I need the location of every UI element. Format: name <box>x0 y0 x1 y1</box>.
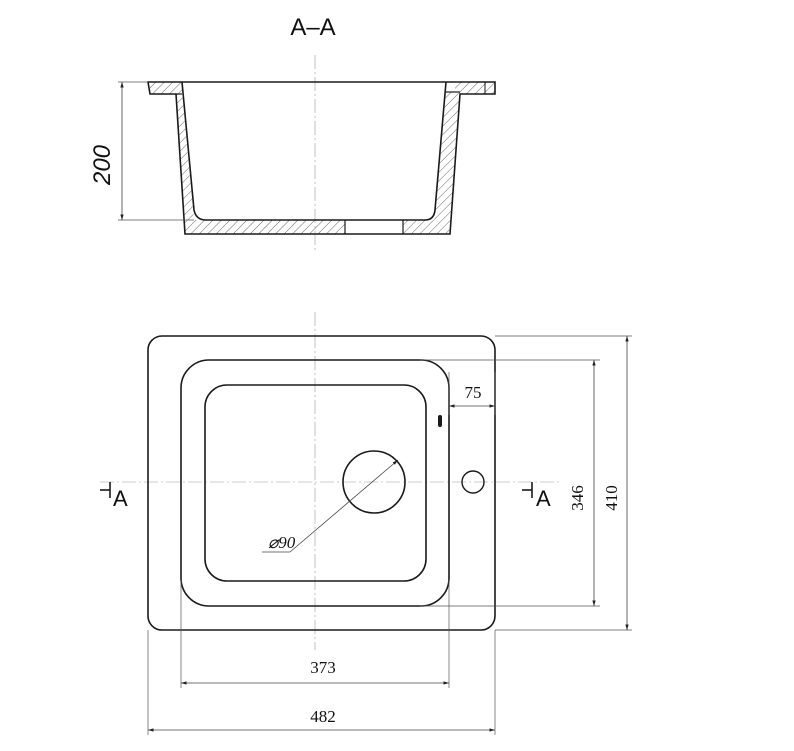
drain-diameter-label: ⌀90 <box>268 533 296 552</box>
section-bottom-right-hatch <box>403 82 495 234</box>
depth-label: 200 <box>89 144 116 186</box>
faucet-hole <box>461 470 485 494</box>
section-mark-right: A <box>522 482 551 511</box>
section-outer-outline <box>147 81 496 235</box>
inner-depth-label: 346 <box>568 485 587 511</box>
faucet-offset-label: 75 <box>465 383 482 402</box>
inner-width-label: 373 <box>310 658 336 677</box>
section-view: A–A 200 <box>89 14 496 250</box>
outer-depth-label: 410 <box>602 485 621 511</box>
section-wall-hatch <box>148 82 345 234</box>
section-mark-left-label: A <box>113 486 128 511</box>
drain-diameter-leader <box>289 459 399 553</box>
bowl-inner-edge <box>204 384 427 582</box>
bowl-outer-edge <box>180 359 450 607</box>
drain-hole <box>342 450 406 514</box>
outer-width-label: 482 <box>310 707 336 726</box>
plan-view: ⌀90 75 A A 346 410 373 <box>100 312 632 735</box>
sink-outer-rim <box>147 335 496 631</box>
section-mark-left: A <box>100 482 128 511</box>
overflow-slot <box>438 415 442 427</box>
section-mark-right-label: A <box>536 486 551 511</box>
section-title: A–A <box>290 14 335 41</box>
section-inner-outline <box>181 81 447 221</box>
